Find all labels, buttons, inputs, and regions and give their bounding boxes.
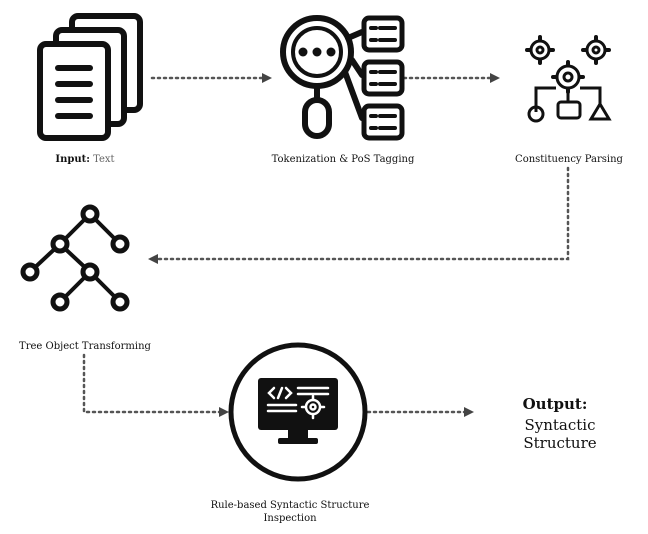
tree-icon — [20, 204, 130, 312]
magnifier-list-icon — [280, 15, 405, 141]
documents-icon — [37, 13, 143, 141]
gears-flow-icon — [525, 35, 612, 123]
rule-step-label: Rule-based Syntactic Structure Inspectio… — [210, 500, 370, 524]
output-value: Syntactic Structure — [523, 416, 597, 452]
connector-tree-to-rule — [82, 353, 229, 417]
input-label-value: Text — [93, 154, 115, 165]
tree-step-label: Tree Object Transforming — [19, 341, 151, 352]
input-step-label: Input: Text — [40, 153, 130, 166]
tokenization-step-label: Tokenization & PoS Tagging — [271, 154, 415, 165]
connector-parsing-to-tree — [148, 166, 570, 264]
parsing-step-label: Constituency Parsing — [515, 154, 623, 165]
monitor-code-gear-icon — [228, 342, 368, 482]
output-title: Output: — [522, 395, 588, 413]
input-label-title: Input: — [55, 154, 90, 165]
